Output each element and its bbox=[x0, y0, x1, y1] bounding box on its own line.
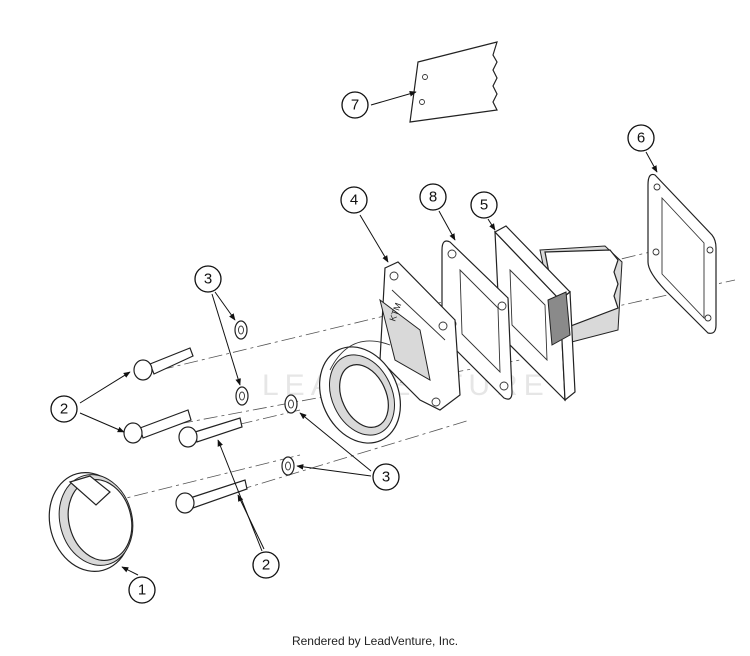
callout-1: 1 bbox=[128, 576, 156, 604]
washers bbox=[234, 320, 298, 476]
callout-2-left: 2 bbox=[50, 395, 78, 423]
callout-7: 7 bbox=[341, 91, 369, 119]
callout-6: 6 bbox=[627, 124, 655, 152]
svg-text:6: 6 bbox=[637, 130, 645, 147]
flange-gasket bbox=[441, 240, 513, 400]
svg-text:2: 2 bbox=[262, 557, 270, 574]
callout-2-bottom: 2 bbox=[252, 551, 280, 579]
svg-text:3: 3 bbox=[382, 469, 390, 486]
svg-text:2: 2 bbox=[60, 401, 68, 418]
callout-8: 8 bbox=[419, 183, 447, 211]
callout-5: 5 bbox=[470, 191, 498, 219]
callout-3-right: 3 bbox=[372, 463, 400, 491]
callout-4: 4 bbox=[340, 186, 368, 214]
svg-text:7: 7 bbox=[351, 97, 359, 114]
reed-cage bbox=[494, 225, 623, 402]
hose-clamp bbox=[48, 472, 134, 572]
callout-3-top: 3 bbox=[194, 265, 222, 293]
svg-text:4: 4 bbox=[350, 192, 358, 209]
intake-manifold: KTM bbox=[318, 261, 461, 444]
footer-credit: Rendered by LeadVenture, Inc. bbox=[291, 634, 459, 648]
reed-gasket bbox=[647, 173, 717, 334]
svg-text:3: 3 bbox=[204, 271, 212, 288]
callout-leaders bbox=[79, 91, 658, 576]
svg-text:5: 5 bbox=[480, 197, 488, 214]
svg-text:1: 1 bbox=[138, 582, 146, 599]
svg-text:8: 8 bbox=[429, 189, 437, 206]
reed-petal bbox=[409, 41, 498, 123]
bolts bbox=[123, 347, 248, 514]
